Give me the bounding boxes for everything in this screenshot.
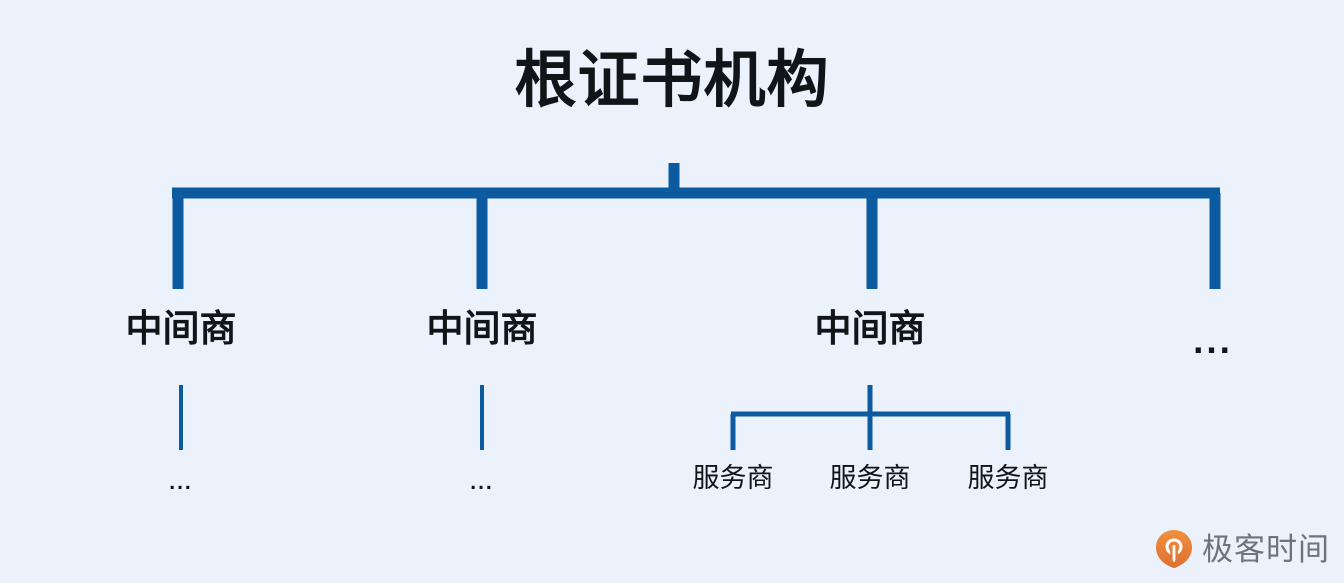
tier3-node-2-label: 服务商: [829, 463, 911, 493]
watermark: 极客时间: [1155, 529, 1330, 569]
tier2-node-1-label: 中间商: [125, 308, 237, 349]
root-node-label: 根证书机构: [514, 46, 830, 115]
tier3-ellipsis-under-node-1: ...: [169, 471, 193, 494]
tier3-node-3-label: 服务商: [967, 463, 1049, 493]
tier2-node-2-label: 中间商: [426, 308, 538, 349]
tier3-node-1-label: 服务商: [692, 463, 774, 493]
watermark-text: 极客时间: [1202, 531, 1330, 567]
tier3-ellipsis-under-node-2: ...: [470, 471, 494, 494]
tier2-node-3-label: 中间商: [814, 308, 926, 349]
tier2-node-4-ellipsis: ...: [1193, 320, 1233, 361]
geektime-logo-icon: [1156, 530, 1192, 568]
